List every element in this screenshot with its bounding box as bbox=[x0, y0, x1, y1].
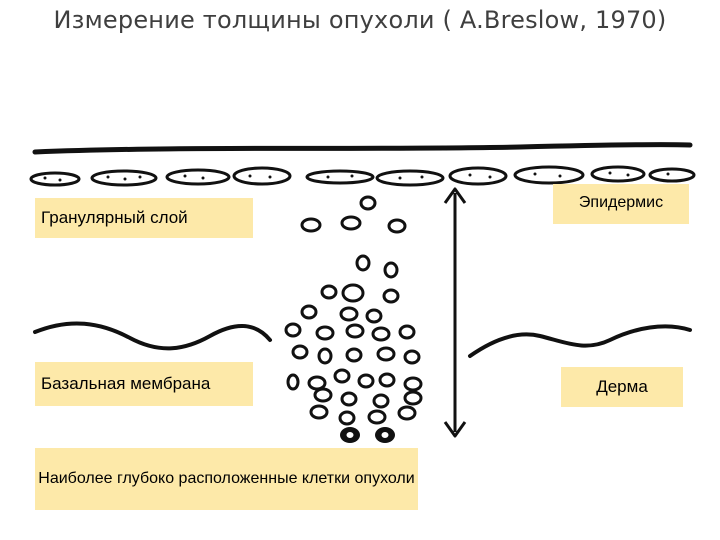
deepest-tumor-cells bbox=[340, 427, 395, 443]
stratum-corneum-line bbox=[32, 142, 693, 155]
granular-layer-cells bbox=[29, 165, 696, 187]
basal-membrane-right bbox=[468, 324, 692, 358]
measurement-arrow-icon bbox=[443, 187, 467, 438]
basal-membrane-left bbox=[33, 321, 272, 351]
deepest-cells-label: Наиболее глубоко расположенные клетки оп… bbox=[35, 448, 418, 510]
granular-layer-label: Гранулярный слой bbox=[35, 198, 253, 238]
page-title: Измерение толщины опухоли ( A.Breslow, 1… bbox=[53, 6, 667, 34]
epidermis-label: Эпидермис bbox=[553, 184, 689, 224]
dermis-label: Дерма bbox=[561, 367, 683, 407]
granular-dots bbox=[43, 171, 670, 182]
basal-membrane-label: Базальная мембрана bbox=[35, 362, 253, 406]
tumor-cells bbox=[284, 195, 423, 426]
